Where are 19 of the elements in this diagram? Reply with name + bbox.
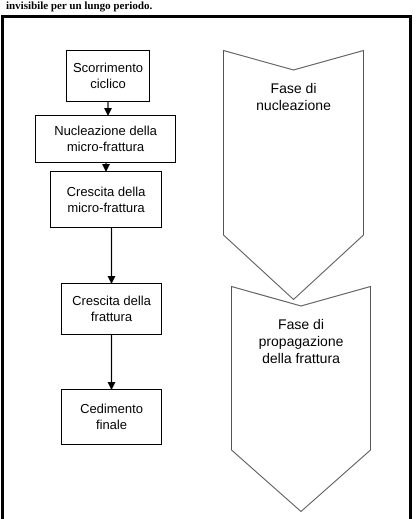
- box-label: Scorrimento ciclico: [72, 60, 144, 92]
- chevron-arrow-shape: [231, 286, 371, 512]
- box-label: Crescita della micro-frattura: [66, 184, 146, 216]
- process-box: [61, 389, 162, 445]
- arrow: [108, 335, 116, 390]
- phase-label: Fase di propagazione della frattura: [258, 316, 344, 367]
- process-box: [61, 283, 162, 335]
- process-box: [50, 171, 162, 228]
- box-label: Crescita della frattura: [71, 293, 152, 325]
- chevron-arrow-shape: [223, 50, 364, 300]
- caption-text: invisibile per un lungo periodo.: [6, 0, 152, 13]
- arrow: [102, 163, 110, 172]
- arrow: [104, 102, 112, 116]
- box-label: Cedimento finale: [79, 401, 144, 433]
- process-box: [35, 115, 176, 163]
- box-label: Nucleazione della micro-frattura: [53, 123, 158, 155]
- arrow: [108, 228, 116, 284]
- process-box: [66, 50, 150, 102]
- phase-label: Fase di nucleazione: [255, 80, 332, 114]
